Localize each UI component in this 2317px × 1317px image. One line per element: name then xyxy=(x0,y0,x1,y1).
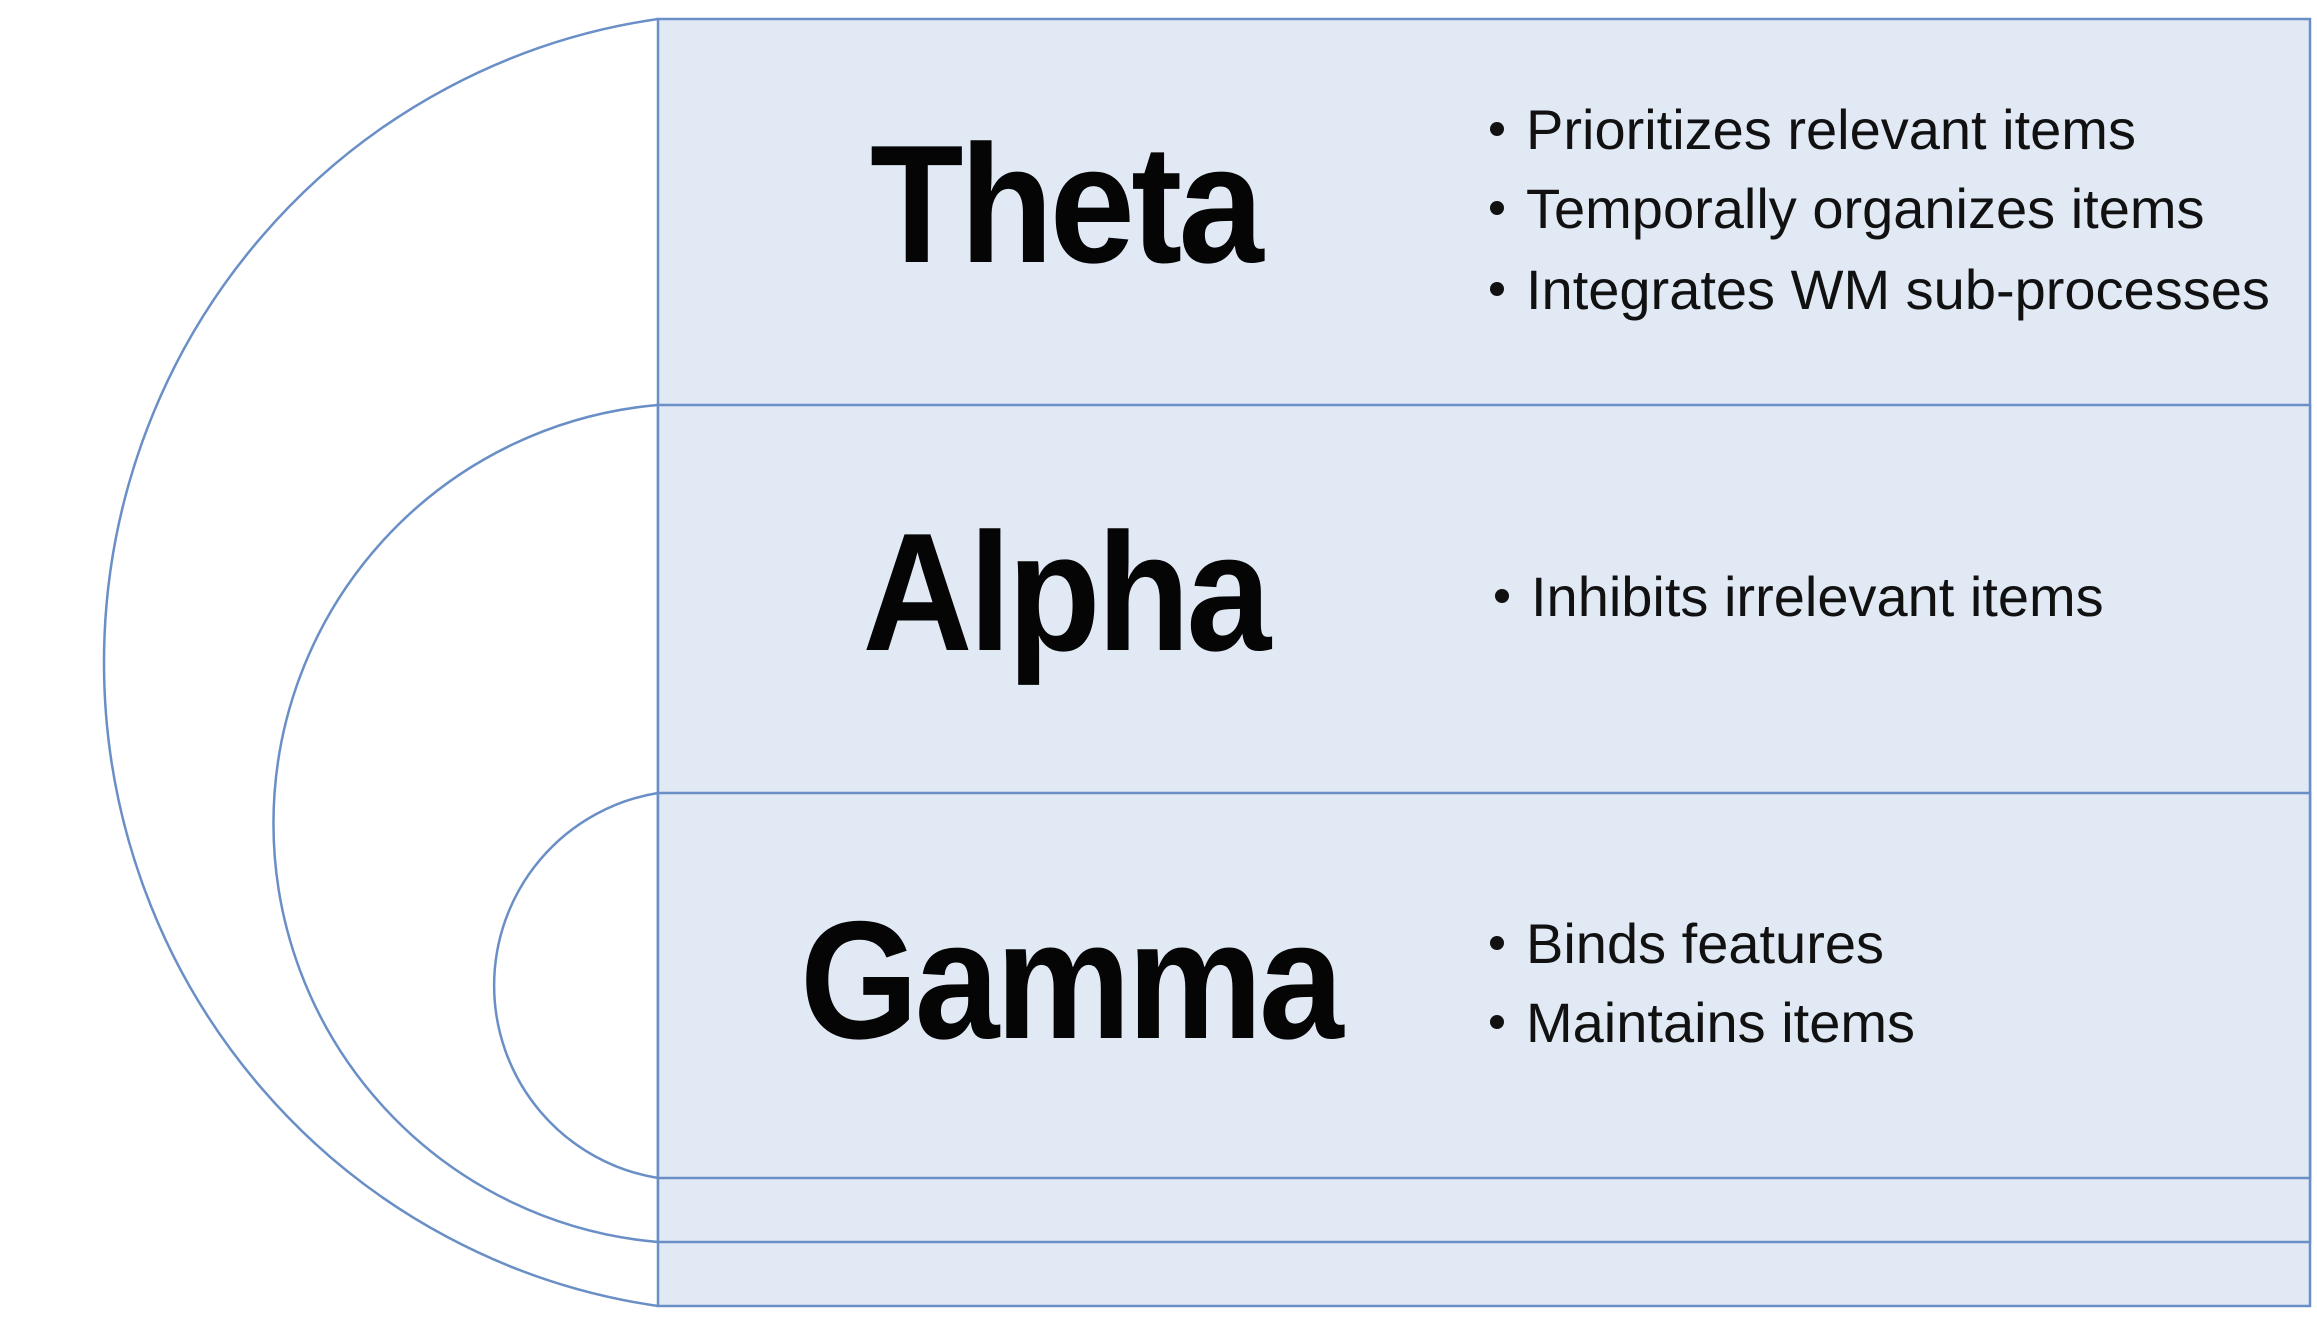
theta-bullet-list: Prioritizes relevant items Temporally or… xyxy=(1490,98,2270,321)
gamma-bullet-2: Maintains items xyxy=(1526,991,1915,1054)
gamma-bullet-1: Binds features xyxy=(1526,912,1884,975)
theta-arc xyxy=(102,17,659,1308)
bullet-dot xyxy=(1490,201,1504,215)
bullet-dot xyxy=(1490,122,1504,136)
gamma-band xyxy=(656,791,2312,1180)
band-title-gamma: Gamma xyxy=(800,886,1345,1074)
theta-bullet-1: Prioritizes relevant items xyxy=(1526,98,2136,161)
gamma-arc xyxy=(492,791,659,1180)
alpha-bullet-list: Inhibits irrelevant items xyxy=(1495,565,2104,628)
bullet-dot xyxy=(1490,282,1504,296)
bullet-dot xyxy=(1490,1015,1504,1029)
band-title-theta: Theta xyxy=(870,110,1265,298)
band-title-alpha: Alpha xyxy=(863,498,1273,686)
bullet-dot xyxy=(1495,589,1509,603)
alpha-arc xyxy=(272,403,659,1244)
theta-bullet-2: Temporally organizes items xyxy=(1526,177,2204,240)
alpha-bullet-1: Inhibits irrelevant items xyxy=(1531,565,2104,628)
theta-bullet-3: Integrates WM sub-processes xyxy=(1526,258,2270,321)
gamma-bullet-list: Binds features Maintains items xyxy=(1490,912,1915,1054)
bullet-dot xyxy=(1490,936,1504,950)
